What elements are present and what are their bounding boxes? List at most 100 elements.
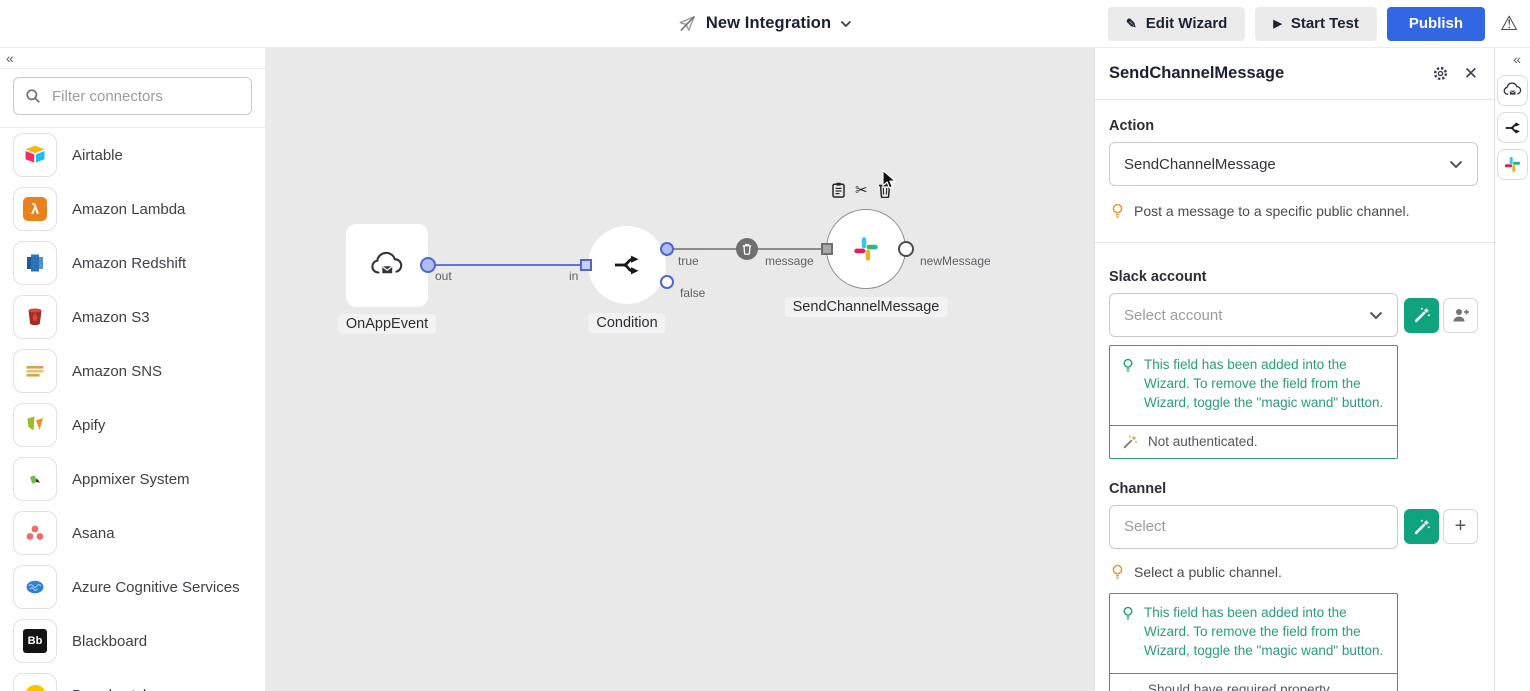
connector-item-amazon-redshift[interactable]: Amazon Redshift [0, 236, 265, 290]
cloud-inbox-icon [369, 251, 405, 281]
rail-item-slack[interactable] [1497, 149, 1528, 180]
connector-item-appmixer-system[interactable]: Appmixer System [0, 452, 265, 506]
inspector-header: SendChannelMessage ✕ [1095, 48, 1494, 100]
port-newmessage[interactable] [898, 241, 914, 257]
port-label-out: out [432, 269, 455, 283]
port-label-true: true [675, 254, 702, 268]
asana-icon [13, 511, 57, 555]
link-onappevent-condition [428, 264, 586, 266]
connector-search-box[interactable] [13, 77, 252, 115]
connector-item-amazon-sns[interactable]: Amazon SNS [0, 344, 265, 398]
wizard-note-text: This field has been added into the Wizar… [1144, 605, 1384, 658]
node-condition[interactable] [588, 226, 666, 304]
port-label-newmessage: newMessage [917, 254, 994, 268]
gear-icon[interactable] [1432, 65, 1449, 82]
connector-item-azure-cognitive-services[interactable]: Azure Cognitive Services [0, 560, 265, 614]
lightbulb-icon [1122, 604, 1134, 661]
flow-canvas[interactable]: out OnAppEvent in true false [272, 48, 1094, 691]
wizard-note-text: This field has been added into the Wizar… [1144, 357, 1384, 410]
rail-item-onappevent[interactable] [1497, 75, 1528, 106]
connector-label: Amazon S3 [72, 308, 150, 326]
connector-item-amazon-s3[interactable]: Amazon S3 [0, 290, 265, 344]
connector-item-amazon-lambda[interactable]: λ Amazon Lambda [0, 182, 265, 236]
port-label-in: in [566, 269, 582, 283]
channel-hint: Select a public channel. [1111, 563, 1398, 581]
port-false[interactable] [660, 275, 674, 289]
inspector-panel: SendChannelMessage ✕ Action SendChannelM… [1094, 48, 1494, 691]
port-out[interactable] [420, 257, 436, 273]
connector-label: Brandwatch [72, 687, 151, 691]
azure-cognitive-services-icon [13, 565, 57, 609]
connector-label: Azure Cognitive Services [72, 578, 240, 596]
unpublished-flow-icon [678, 14, 697, 33]
warning-icon[interactable]: ⚠ [1500, 13, 1518, 35]
collapse-right-icon: « [1513, 50, 1521, 67]
connector-label: Airtable [72, 146, 123, 164]
node-sendchannelmessage[interactable] [826, 209, 906, 289]
page-title: New Integration [705, 14, 832, 32]
status-text: Not authenticated. [1148, 434, 1258, 450]
slack-account-select[interactable]: Select account [1109, 293, 1398, 338]
connector-label: Amazon Lambda [72, 200, 186, 218]
node-onappevent[interactable] [346, 224, 428, 307]
cut-icon[interactable]: ✂ [855, 182, 868, 199]
inspector-body: Action SendChannelMessage [1095, 100, 1494, 691]
link-delete-button[interactable] [736, 238, 758, 260]
search-input[interactable] [50, 86, 240, 106]
close-icon[interactable]: ✕ [1463, 63, 1478, 83]
action-select[interactable]: SendChannelMessage [1109, 142, 1478, 186]
connector-item-blackboard[interactable]: Bb Blackboard [0, 614, 265, 668]
connector-label: Blackboard [72, 632, 148, 650]
action-value: SendChannelMessage [1124, 155, 1276, 173]
slack-account-placeholder: Select account [1124, 306, 1223, 324]
add-account-button[interactable] [1443, 297, 1478, 333]
error-text: Should have required property "Channel". [1148, 681, 1330, 691]
plus-icon: + [1454, 515, 1467, 538]
copy-icon[interactable] [832, 182, 845, 198]
top-bar: New Integration ✎ Edit Wizard ▶ Start Te… [0, 0, 1530, 48]
connector-item-airtable[interactable]: Airtable [0, 128, 265, 182]
port-label-message: message [762, 254, 817, 268]
node-rail: « [1494, 48, 1530, 691]
inspector-title: SendChannelMessage [1109, 64, 1285, 82]
add-channel-button[interactable]: + [1443, 509, 1478, 545]
connector-label: Amazon SNS [72, 362, 163, 380]
magic-wand-toggle-button[interactable] [1404, 297, 1439, 333]
channel-hint-text: Select a public channel. [1134, 563, 1282, 580]
chevron-down-icon[interactable] [840, 20, 852, 28]
magic-wand-toggle-button[interactable] [1404, 509, 1439, 545]
connector-item-partial[interactable]: Brandwatch [0, 668, 265, 691]
start-test-button[interactable]: ▶ Start Test [1255, 6, 1377, 41]
collapse-left-icon: « [6, 50, 14, 66]
action-hint-text: Post a message to a specific public chan… [1134, 203, 1410, 219]
publish-button[interactable]: Publish [1386, 6, 1486, 41]
port-label-false: false [677, 286, 709, 300]
connector-sidebar: « [0, 48, 272, 691]
port-true[interactable] [660, 242, 674, 256]
port-message[interactable] [821, 243, 833, 255]
airtable-icon [13, 133, 57, 177]
node-label-onappevent: OnAppEvent [337, 314, 437, 334]
pencil-icon: ✎ [1125, 15, 1137, 31]
connector-item-asana[interactable]: Asana [0, 506, 265, 560]
port-in[interactable] [580, 259, 592, 271]
channel-placeholder: Select [1124, 518, 1166, 536]
mouse-cursor [882, 169, 897, 194]
chevron-down-icon [1369, 311, 1383, 320]
connector-item-apify[interactable]: Apify [0, 398, 265, 452]
channel-wizard-box: This field has been added into the Wizar… [1109, 593, 1398, 691]
rail-item-condition[interactable] [1497, 112, 1528, 143]
rail-collapse-button[interactable]: « [1513, 48, 1530, 69]
edit-wizard-button[interactable]: ✎ Edit Wizard [1107, 6, 1246, 41]
lightbulb-icon [1111, 202, 1124, 220]
sidebar-collapse-button[interactable]: « [0, 48, 265, 69]
section-divider [1095, 242, 1494, 244]
lightbulb-icon [1122, 356, 1134, 413]
appmixer-system-icon [13, 457, 57, 501]
magic-wand-small-icon [1122, 434, 1138, 450]
brandwatch-icon [13, 673, 57, 691]
connector-label: Amazon Redshift [72, 254, 187, 272]
channel-select[interactable]: Select [1109, 504, 1398, 549]
flow-title-group[interactable]: New Integration [678, 0, 852, 47]
